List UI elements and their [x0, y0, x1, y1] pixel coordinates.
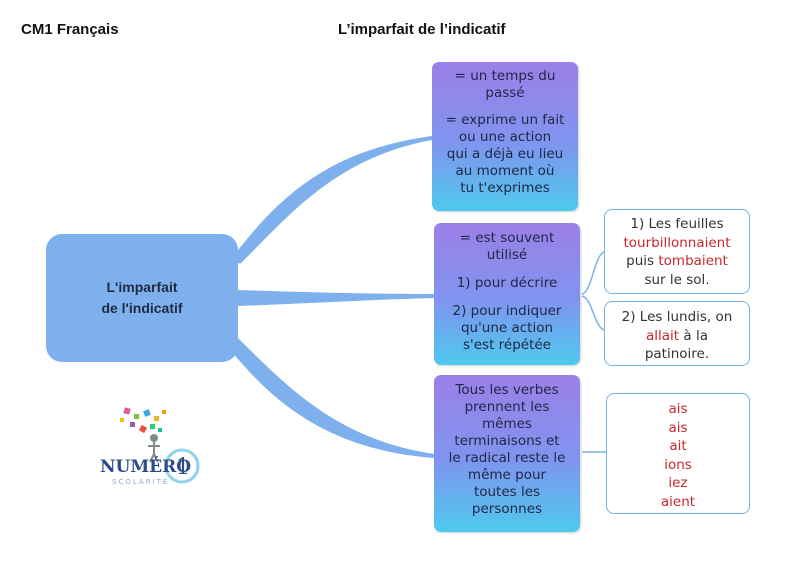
text-line: Tous les verbes: [455, 382, 559, 398]
text-line: au moment où: [455, 163, 555, 179]
text-line: terminaisons et: [454, 433, 560, 449]
text-line: personnes: [471, 501, 543, 517]
ending-item: ait: [669, 438, 687, 454]
example-line: sur le sol.: [644, 271, 710, 288]
box-definition: = un temps du passé = exprime un fait ou…: [432, 62, 578, 211]
logo-text: NUMÉRO: [100, 456, 191, 477]
text-line: qui a déjà eu lieu: [446, 146, 564, 162]
ending-item: ions: [664, 456, 692, 473]
link-to-bot: [232, 338, 434, 458]
text-line: 2) pour indiquer: [452, 303, 562, 319]
example-box-2: 2) Les lundis, on allait à la patinoire.: [604, 301, 750, 366]
text-line: utilisé: [486, 247, 528, 263]
example-text: puis: [626, 253, 659, 269]
text-line: 1) pour décrire: [456, 275, 558, 291]
central-line-2: de l'indicatif: [101, 300, 183, 316]
text-line: toutes les: [473, 484, 541, 500]
text-line: même pour: [467, 467, 547, 483]
example-verb: tourbillonnaient: [623, 234, 731, 251]
example-line: 1) Les feuilles: [630, 216, 724, 232]
text-line: = exprime un fait: [445, 112, 565, 128]
text-line: qu'une action: [460, 320, 554, 336]
example-verb: allait: [646, 327, 680, 344]
example-line: 2) Les lundis, on: [621, 309, 733, 325]
text-line: prennent les: [464, 399, 550, 415]
text-line: tu t'exprimes: [460, 180, 550, 196]
text-line: = est souvent: [459, 230, 555, 246]
header-subject: CM1 Français: [21, 21, 119, 38]
endings-box: ais ais ait ions iez aient: [606, 393, 750, 514]
example-verb: tombaient: [658, 253, 728, 269]
ending-item: ais: [668, 401, 688, 417]
text-line: ou une action: [458, 129, 552, 145]
example-line: patinoire.: [644, 346, 710, 362]
link-to-example1: [581, 251, 605, 295]
ending-item: iez: [668, 475, 688, 491]
example-text: à la: [679, 327, 708, 344]
logo-subtext: SCOLARITÉ: [112, 477, 169, 486]
text-line: passé: [485, 85, 525, 101]
ending-item: aient: [660, 493, 696, 510]
central-node: L'imparfait de l'indicatif: [46, 234, 238, 362]
logo-number: 1: [176, 455, 190, 480]
link-to-mid: [238, 290, 434, 306]
text-line: mêmes: [482, 416, 532, 432]
central-line-1: L'imparfait: [106, 279, 178, 295]
box-usage: = est souvent utilisé 1) pour décrire 2)…: [434, 223, 580, 365]
numero1-logo: NUMÉRO 1 SCOLARITÉ: [100, 407, 200, 486]
header-title: L’imparfait de l’indicatif: [338, 21, 506, 38]
text-line: le radical reste le: [448, 450, 566, 466]
box-endings-rule: Tous les verbes prennent les mêmes termi…: [434, 375, 580, 532]
text-line: s'est répétée: [462, 337, 551, 353]
text-line: = un temps du: [454, 68, 556, 84]
link-to-example2: [581, 295, 605, 331]
link-to-top: [232, 136, 432, 264]
example-box-1: 1) Les feuilles tourbillonnaient puis to…: [604, 209, 750, 294]
ending-item: ais: [668, 419, 688, 436]
